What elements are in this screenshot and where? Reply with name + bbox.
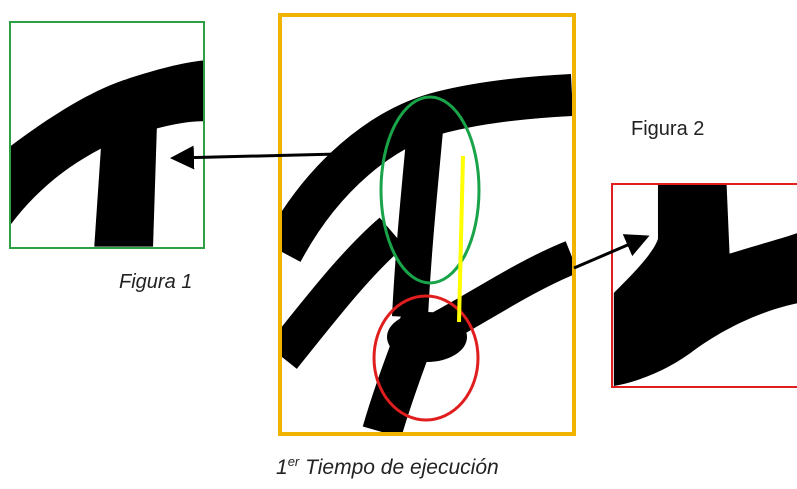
figure2-label: Figura 2 xyxy=(631,118,705,140)
main-image xyxy=(282,74,572,432)
main-image-panel xyxy=(278,13,576,436)
figure1-zoom-image xyxy=(11,60,203,247)
figure1-label: Figura 1 xyxy=(119,271,193,293)
figure1-zoom-panel xyxy=(9,21,205,249)
caption-text: Tiempo de ejecución xyxy=(299,456,499,479)
figure2-zoom-image xyxy=(613,185,797,386)
figure2-zoom-panel xyxy=(611,183,797,388)
caption-ordinal: 1 xyxy=(276,456,288,479)
caption-superscript: er xyxy=(287,454,300,469)
caption: 1er Tiempo de ejecución xyxy=(276,454,499,480)
